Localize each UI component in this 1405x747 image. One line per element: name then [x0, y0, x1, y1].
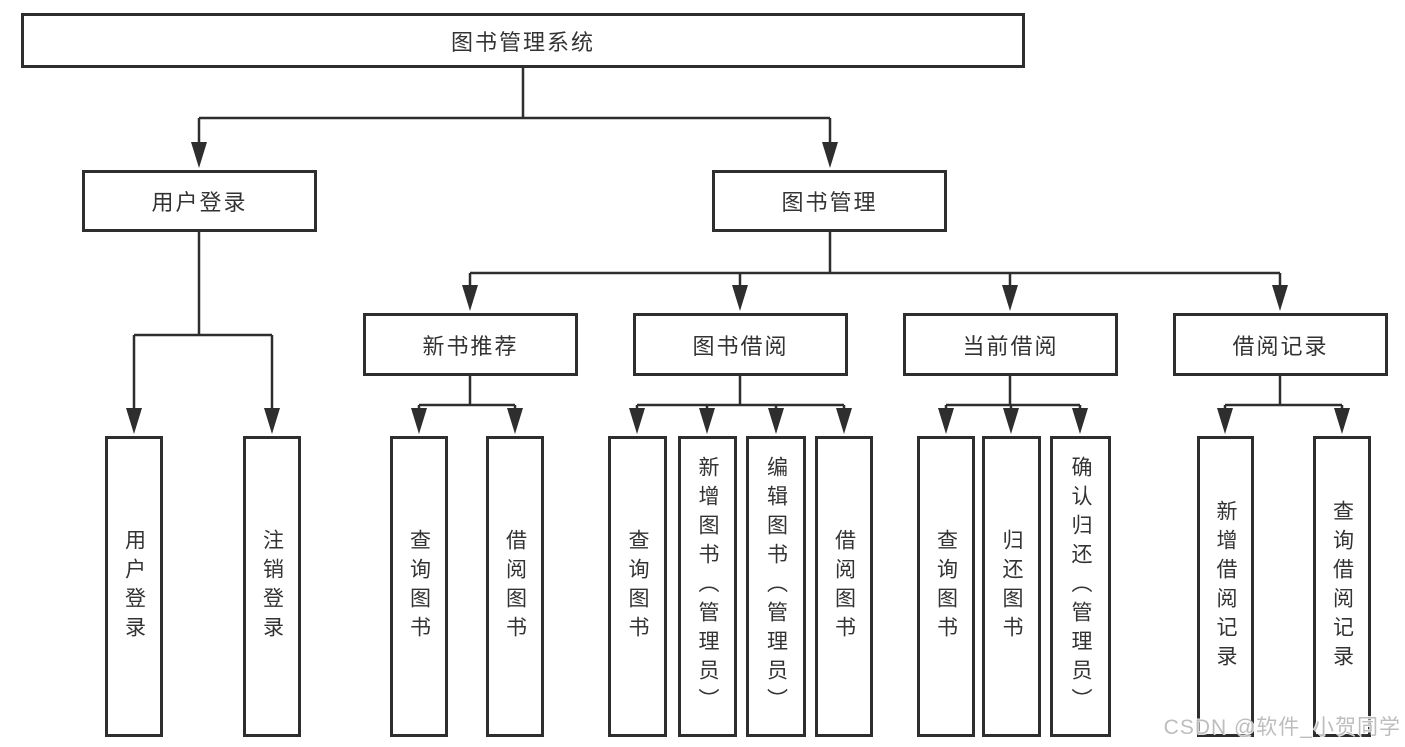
leaf-logout: 注销登录 [243, 436, 301, 737]
arrow-down-icon [191, 142, 207, 168]
leaf-user-login: 用户登录 [105, 436, 163, 737]
leaf-query-books-2: 查询图书 [608, 436, 667, 737]
node-current-borrowing: 当前借阅 [903, 313, 1118, 376]
arrow-down-icon [126, 408, 142, 434]
node-label: 当前借阅 [962, 333, 1059, 359]
leaf-edit-books-admin: 编辑图书（管理员） [746, 436, 806, 737]
node-label: 借阅图书 [832, 528, 856, 645]
arrow-down-icon [1272, 285, 1288, 311]
node-label: 借阅记录 [1232, 333, 1329, 359]
arrow-down-icon [732, 285, 748, 311]
node-root-system: 图书管理系统 [21, 13, 1025, 68]
node-label: 图书管理系统 [450, 29, 595, 55]
csdn-watermark: CSDN @软件_小贺同学 [1163, 716, 1401, 739]
arrow-down-icon [768, 408, 784, 434]
node-label: 借阅图书 [503, 528, 527, 645]
node-label: 图书借阅 [692, 333, 789, 359]
arrow-down-icon [1217, 408, 1233, 434]
arrow-down-icon [1002, 285, 1018, 311]
arrow-down-icon [836, 408, 852, 434]
arrow-down-icon [264, 408, 280, 434]
node-book-borrowing: 图书借阅 [633, 313, 848, 376]
arrow-down-icon [1003, 408, 1019, 434]
arrow-down-icon [507, 408, 523, 434]
node-label: 查询借阅记录 [1330, 499, 1354, 674]
node-label: 确认归还（管理员） [1069, 456, 1092, 717]
arrowheads [126, 142, 1350, 434]
arrow-down-icon [699, 408, 715, 434]
leaf-query-books-3: 查询图书 [917, 436, 975, 737]
arrow-down-icon [411, 408, 427, 434]
branch-lines [132, 68, 1344, 412]
node-label: 新增借阅记录 [1214, 499, 1237, 674]
leaf-borrow-books-2: 借阅图书 [815, 436, 873, 737]
node-label: 用户登录 [151, 190, 248, 215]
node-label: 图书管理 [781, 190, 878, 215]
arrow-down-icon [822, 142, 838, 168]
node-label: 新书推荐 [422, 333, 519, 359]
node-label: 查询图书 [934, 528, 958, 645]
node-label: 编辑图书（管理员） [764, 456, 788, 717]
node-label: 归还图书 [1000, 528, 1023, 645]
arrow-down-icon [938, 408, 954, 434]
arrow-down-icon [1334, 408, 1350, 434]
arrow-down-icon [1072, 408, 1088, 434]
leaf-return-books: 归还图书 [982, 436, 1041, 737]
arrow-down-icon [629, 408, 645, 434]
leaf-add-borrow-record: 新增借阅记录 [1197, 436, 1254, 737]
node-label: 注销登录 [260, 528, 284, 645]
node-label: 查询图书 [407, 528, 431, 645]
leaf-confirm-return-admin: 确认归还（管理员） [1050, 436, 1111, 737]
node-user-login: 用户登录 [82, 170, 317, 232]
node-borrow-records: 借阅记录 [1173, 313, 1388, 376]
node-label: 新增图书（管理员） [696, 456, 719, 717]
node-new-book-recommend: 新书推荐 [363, 313, 578, 376]
leaf-query-borrow-record: 查询借阅记录 [1313, 436, 1371, 737]
leaf-query-books-1: 查询图书 [390, 436, 448, 737]
node-label: 用户登录 [122, 528, 146, 645]
leaf-borrow-books-1: 借阅图书 [486, 436, 544, 737]
node-book-management: 图书管理 [712, 170, 947, 232]
arrow-down-icon [462, 285, 478, 311]
leaf-add-books-admin: 新增图书（管理员） [678, 436, 737, 737]
node-label: 查询图书 [626, 528, 649, 645]
